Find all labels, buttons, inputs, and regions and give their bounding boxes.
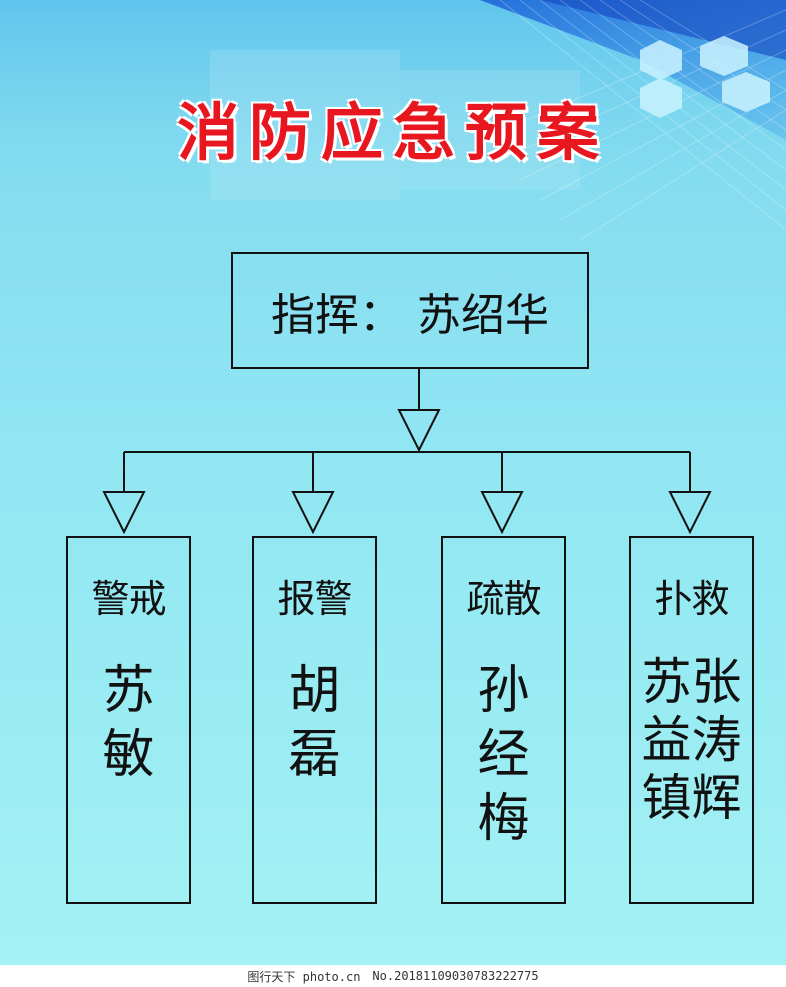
commander-label: 指挥： <box>271 289 403 341</box>
member-char: 梅 <box>477 789 530 849</box>
member-char: 苏 <box>102 661 155 721</box>
member-row: 益涛 <box>641 711 742 769</box>
commander-box: 指挥： 苏绍华 <box>231 252 589 369</box>
team-members: 胡 磊 <box>254 659 375 787</box>
member-char: 磊 <box>288 725 341 785</box>
arrow-team-2 <box>291 491 335 535</box>
team-members: 孙 经 梅 <box>443 659 564 851</box>
arrow-team-3 <box>480 491 524 535</box>
watermark-site: 图行天下 photo.cn <box>247 969 361 984</box>
team-role: 警戒 <box>91 577 166 621</box>
team-role: 疏散 <box>466 577 541 621</box>
member-char: 敏 <box>102 725 155 785</box>
arrow-team-1 <box>102 491 146 535</box>
main-arrow <box>397 409 441 453</box>
member-row: 镇辉 <box>641 769 742 827</box>
watermark-number: No.20181109030783222775 <box>372 969 539 983</box>
page-title: 消防应急预案 <box>176 96 609 169</box>
arrow-team-4 <box>668 491 712 535</box>
team-members: 苏张 益涛 镇辉 <box>631 653 752 827</box>
team-role: 报警 <box>277 577 352 621</box>
team-box-guard: 警戒 苏 敏 <box>66 536 191 904</box>
commander-name: 苏绍华 <box>417 289 549 341</box>
team-box-firefighting: 扑救 苏张 益涛 镇辉 <box>629 536 754 904</box>
team-box-evacuation: 疏散 孙 经 梅 <box>441 536 566 904</box>
member-char: 经 <box>477 725 530 785</box>
member-char: 胡 <box>288 661 341 721</box>
team-members: 苏 敏 <box>68 659 189 787</box>
team-role: 扑救 <box>654 577 729 621</box>
member-char: 孙 <box>477 661 530 721</box>
watermark-footer: 图行天下 photo.cn No.20181109030783222775 <box>0 965 786 987</box>
member-row: 苏张 <box>641 653 742 711</box>
team-box-alarm: 报警 胡 磊 <box>252 536 377 904</box>
